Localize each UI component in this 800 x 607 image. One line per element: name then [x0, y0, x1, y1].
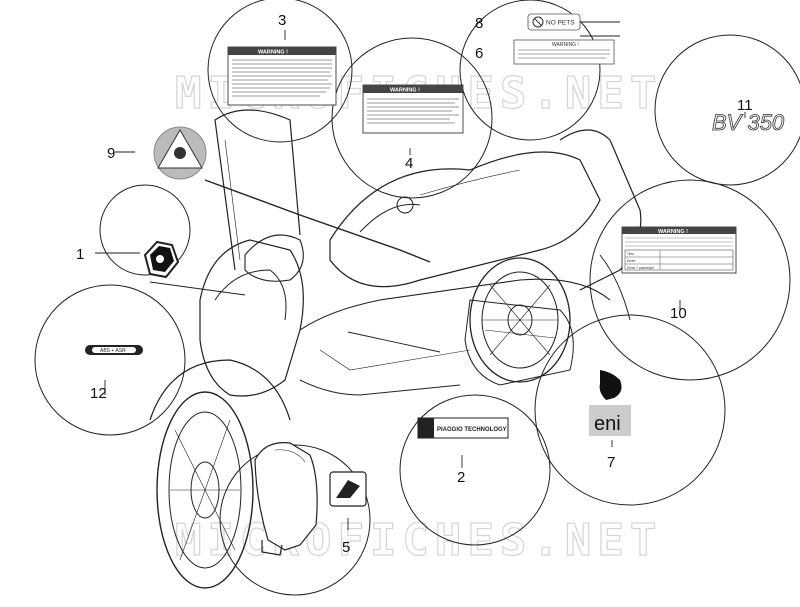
- leader-lines: [95, 21, 746, 530]
- callout-8: 8: [475, 15, 483, 32]
- callout-1: 1: [76, 246, 84, 263]
- callout-circles: [34, 0, 800, 596]
- warning-label-3-title: WARNING !: [258, 50, 288, 56]
- no-pets-text: NO PETS: [546, 20, 575, 27]
- callout-10: 10: [670, 305, 687, 322]
- no-pets-label: NO PETS: [527, 13, 581, 31]
- key-fob: [254, 442, 318, 556]
- watermark-bottom: MICROFICHES.NET: [175, 515, 662, 566]
- model-logo-text: BV 350: [712, 110, 785, 135]
- tyre-pressure-title: WARNING !: [658, 229, 688, 235]
- callout-3: 3: [278, 12, 286, 29]
- callout-6: 6: [475, 45, 483, 62]
- warning-label-6-title: WARNING !: [552, 42, 579, 48]
- piaggio-technology-text: PIAGGIO TECHNOLOGY: [437, 427, 507, 433]
- callout-5: 5: [342, 539, 350, 556]
- piaggio-technology-label: PIAGGIO TECHNOLOGY: [417, 417, 509, 439]
- tyre-table-header: Tires: [627, 252, 634, 256]
- callout-9: 9: [107, 145, 115, 162]
- abs-asr-text: ABS + ASR: [100, 348, 126, 354]
- eni-text: eni: [594, 413, 621, 435]
- warning-triangle-badge: [153, 126, 207, 180]
- tyre-row-1: Driver: [627, 259, 636, 263]
- callout-4: 4: [405, 155, 413, 172]
- model-logo: BV 350: [712, 110, 786, 136]
- warning-label-4-title: WARNING !: [390, 88, 420, 94]
- callout-7: 7: [607, 454, 615, 471]
- callout-11: 11: [737, 97, 753, 114]
- scooter-illustration: [149, 109, 642, 589]
- callout-2: 2: [457, 469, 465, 486]
- tyre-pressure-label: WARNING ! Tires Driver Driver + passenge…: [621, 226, 737, 274]
- abs-asr-label: ABS + ASR: [85, 345, 143, 355]
- warning-label-3: WARNING !: [227, 46, 337, 106]
- warning-label-6: WARNING !: [513, 39, 615, 65]
- tyre-row-2: Driver + passenger: [627, 266, 655, 270]
- callout-numbers: 1 2 3 4 5 6 7 8 9 10 11 12: [76, 12, 753, 556]
- eni-label: eni: [585, 368, 637, 440]
- warning-label-4: WARNING !: [362, 84, 464, 134]
- icon-sticker-5: [329, 471, 367, 507]
- callout-12: 12: [90, 385, 107, 402]
- piaggio-badge: [143, 240, 180, 279]
